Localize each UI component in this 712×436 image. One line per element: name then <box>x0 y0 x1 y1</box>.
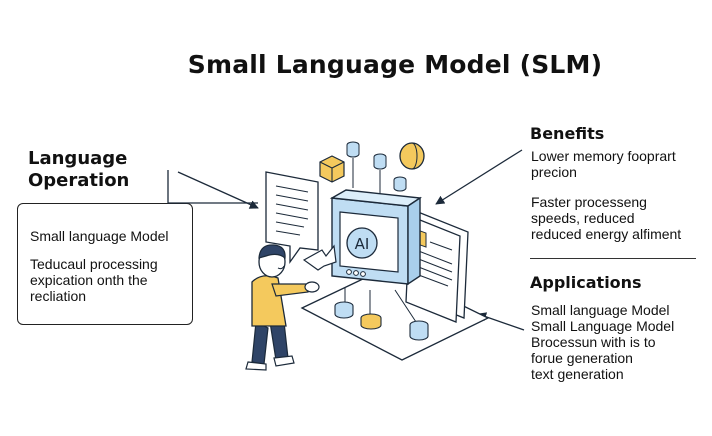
benefits-heading: Benefits <box>530 124 605 143</box>
cube-icon <box>319 155 345 183</box>
section-divider <box>530 258 696 259</box>
box-para-line: Teducaul processing <box>30 256 158 272</box>
chip-icon: AI <box>329 189 422 286</box>
application-line: forue generation <box>531 350 633 366</box>
box-para-line: recliation <box>30 288 87 304</box>
box-para-line: expication onth the <box>30 272 148 288</box>
language-operation-box: Small language Model Teducaul processing… <box>17 203 193 325</box>
platform-base <box>300 267 490 361</box>
applications-list: Small language Model Small Language Mode… <box>531 302 674 382</box>
heading-line-2: Operation <box>28 170 130 191</box>
page-title: Small Language Model (SLM) <box>187 50 603 79</box>
applications-heading: Applications <box>530 273 642 292</box>
benefit-item-2: Faster processeng speeds, reduced reduce… <box>531 194 681 242</box>
person-icon <box>245 244 320 371</box>
benefit-line: speeds, reduced <box>531 210 635 226</box>
application-line: Brocessun with is to <box>531 334 656 350</box>
language-operation-heading: Language Operation <box>28 148 129 192</box>
coin-stack-icon <box>360 313 382 330</box>
application-line: Small Language Model <box>531 318 675 334</box>
box-paragraph: Teducaul processing expication onth the … <box>30 256 158 304</box>
left-connector-arrow <box>177 171 259 209</box>
application-line: Small language Model <box>531 302 670 318</box>
database-icon <box>409 320 429 341</box>
benefits-arrow <box>435 149 523 205</box>
coin-icon <box>399 142 425 170</box>
database-icon <box>393 176 407 192</box>
box-line-1: Small language Model <box>30 228 169 244</box>
benefit-line: Faster processeng <box>531 194 647 210</box>
left-connector-line <box>167 170 258 204</box>
benefit-line: reduced energy alfiment <box>531 226 682 242</box>
chip-label: AI <box>355 235 370 253</box>
benefit-line: Lower memory fooprart <box>531 148 676 164</box>
database-icon <box>346 141 360 188</box>
application-line: text generation <box>531 366 624 382</box>
benefit-item-1: Lower memory fooprart precion <box>531 148 676 180</box>
heading-line-1: Language <box>28 148 128 169</box>
document-icon <box>265 171 319 265</box>
database-icon <box>334 301 354 319</box>
benefit-line: precion <box>531 164 577 180</box>
database-icon <box>373 153 387 194</box>
input-arrow-icon <box>302 244 337 271</box>
